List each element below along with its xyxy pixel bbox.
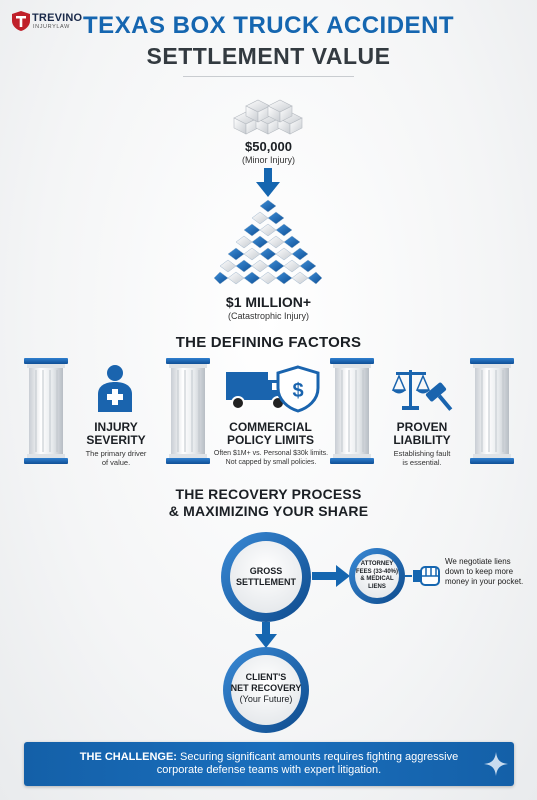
challenge-text: THE CHALLENGE: Securing significant amou…	[54, 751, 484, 777]
factor-1-desc: The primary driver of value.	[85, 449, 147, 467]
brand-logo: TREVINO INJURYLAW	[12, 10, 82, 34]
brand-sub: INJURYLAW	[33, 24, 70, 30]
factor-3-title: PROVEN LIABILITY	[393, 420, 451, 447]
arrow-right-shaft	[312, 572, 338, 580]
scales-gavel-icon	[391, 370, 453, 411]
sparkle-icon	[484, 752, 508, 776]
low-amount: $50,000	[245, 139, 292, 154]
high-label: (Catastrophic Injury)	[227, 311, 310, 321]
truck-shield-icon: $	[226, 365, 320, 413]
page-title-line1: TEXAS BOX TRUCK ACCIDENT	[82, 12, 455, 39]
process-heading-line2: & MAXIMIZING YOUR SHARE	[168, 503, 369, 519]
factor-2-desc: Often $1M+ vs. Personal $30k limits. Not…	[213, 450, 329, 466]
high-amount: $1 MILLION+	[225, 294, 312, 310]
factors-heading: THE DEFINING FACTORS	[175, 334, 362, 351]
challenge-label: THE CHALLENGE:	[79, 751, 177, 763]
arrow-down-shaft	[262, 622, 270, 636]
attorney-fees-label: ATTORNEY FEES (33-40%) & MEDICAL LIENS	[355, 561, 398, 590]
factor-2-title: COMMERCIAL POLICY LIMITS	[226, 420, 315, 447]
injured-person-icon	[98, 365, 132, 412]
pillar-1	[23, 357, 69, 465]
pillar-4	[469, 357, 515, 465]
shield-logo-icon	[12, 11, 30, 31]
challenge-text-line1: Securing significant amounts requires fi…	[176, 751, 459, 763]
negotiate-note: We negotiate liens down to keep more mon…	[445, 557, 524, 586]
net-recovery-label: CLIENT'S NET RECOVERY (Your Future)	[230, 672, 302, 704]
factor-3-desc: Establishing fault is essential.	[393, 449, 451, 467]
small-cube-pile-icon	[233, 99, 303, 135]
page-title-line2: SETTLEMENT VALUE	[146, 43, 391, 69]
factor-1-title: INJURY SEVERITY	[86, 420, 146, 447]
fist-icon	[413, 566, 440, 586]
arrow-down-icon	[256, 168, 280, 197]
brand-name: TREVINO	[32, 12, 83, 24]
challenge-text-line2: corporate defense teams with expert liti…	[156, 764, 382, 776]
arrow-right-head	[336, 565, 350, 587]
svg-text:$: $	[292, 380, 303, 402]
process-heading-line1: THE RECOVERY PROCESS	[175, 486, 362, 502]
arrow-down-head	[255, 634, 277, 648]
low-label: (Minor Injury)	[241, 155, 295, 165]
gross-settlement-label: GROSS SETTLEMENT	[236, 566, 296, 587]
challenge-banner: THE CHALLENGE: Securing significant amou…	[24, 742, 514, 786]
large-cube-pyramid-icon	[213, 199, 323, 285]
title-divider	[183, 76, 354, 77]
